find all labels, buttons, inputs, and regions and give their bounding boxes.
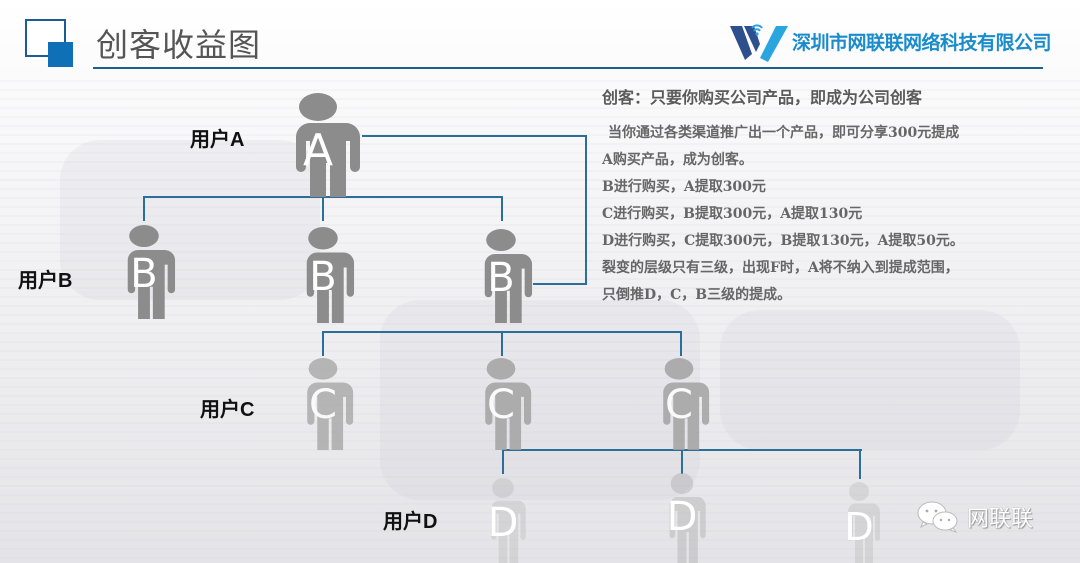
background-map-shape [720, 310, 1020, 450]
user-node-b2[interactable]: B [289, 227, 357, 323]
person-icon [302, 358, 354, 450]
node-letter: D [844, 505, 874, 549]
user-node-b3[interactable]: B [467, 229, 535, 323]
node-letter: C [665, 382, 693, 428]
user-node-a[interactable]: A [272, 93, 364, 197]
explanation-line: D进行购买，C提取300元，B提取130元，A提取50元。 [602, 233, 964, 249]
person-icon [666, 473, 706, 563]
connector-b2 [322, 196, 324, 221]
user-node-c2[interactable]: C [468, 358, 534, 450]
node-letter: D [487, 500, 519, 546]
user-node-d1[interactable] [478, 478, 528, 563]
explanation-line: A购买产品，成为创客。 [602, 152, 753, 168]
node-letter: B [309, 254, 337, 300]
explanation-line: 当你通过各类渠道推广出一个产品，即可分享300元提成 [608, 125, 960, 141]
node-letter: B [487, 255, 515, 301]
wechat-icon [917, 501, 958, 533]
connector-c2 [501, 331, 503, 356]
user-node-c1[interactable]: C [290, 358, 356, 450]
explanation-line: B进行购买，A提取300元 [602, 179, 766, 195]
person-icon [845, 482, 880, 563]
connector-c1 [322, 331, 324, 356]
title-square-fill-icon [48, 42, 73, 67]
connector-b1 [143, 196, 145, 221]
company-name: 深圳市网联联网络科技有限公司 [792, 32, 1052, 54]
level-label-b: 用户B [18, 270, 73, 292]
person-icon [480, 358, 532, 450]
explanation-line: 裂变的层级只有三级，出现F时，A将不纳入到提成范围， [602, 260, 959, 276]
level-label-a: 用户A [190, 129, 245, 151]
background-map-shape [60, 140, 320, 300]
person-icon [123, 225, 176, 319]
connector-a-right [362, 135, 587, 137]
explanation-line: C进行购买，B提取300元，A提取130元 [602, 206, 863, 222]
person-icon [658, 358, 710, 450]
node-letter: A [302, 125, 334, 176]
level-label-c: 用户C [200, 399, 255, 421]
level-label-d: 用户D [383, 511, 438, 533]
watermark-text: 网联联 [967, 507, 1034, 532]
person-icon [487, 478, 526, 563]
person-icon [480, 229, 533, 323]
node-letter: D [666, 494, 698, 540]
background-map-shape [380, 300, 700, 500]
connector-to-b3 [533, 283, 587, 285]
connector-b3 [501, 196, 503, 221]
company-logo-icon [730, 18, 790, 62]
user-node-c3[interactable]: C [646, 358, 712, 450]
user-node-d3[interactable] [836, 482, 882, 563]
explanation-headline: 创客：只要你购买公司产品，即成为公司创客 [602, 88, 923, 107]
explanation-line: 只倒推D，C，B三级的提成。 [602, 287, 792, 303]
node-letter: C [487, 382, 515, 428]
connector-d2 [681, 449, 683, 474]
connector-d1 [502, 449, 504, 474]
background-texture [0, 80, 1080, 563]
user-node-d2[interactable] [656, 473, 708, 563]
connector-c3 [680, 331, 682, 356]
person-icon [302, 227, 355, 323]
connector-right-vertical [585, 135, 587, 285]
node-letter: C [309, 382, 337, 428]
connector-d3 [859, 449, 861, 479]
node-letter: B [130, 251, 158, 297]
title-divider [93, 67, 1043, 69]
page-title: 创客收益图 [96, 26, 262, 64]
explanation-panel: 创客：只要你购买公司产品，即成为公司创客 当你通过各类渠道推广出一个产品，即可分… [602, 84, 1072, 309]
watermark: 网联联 [915, 500, 1033, 534]
person-icon [290, 93, 360, 197]
user-node-b1[interactable]: B [110, 225, 178, 319]
